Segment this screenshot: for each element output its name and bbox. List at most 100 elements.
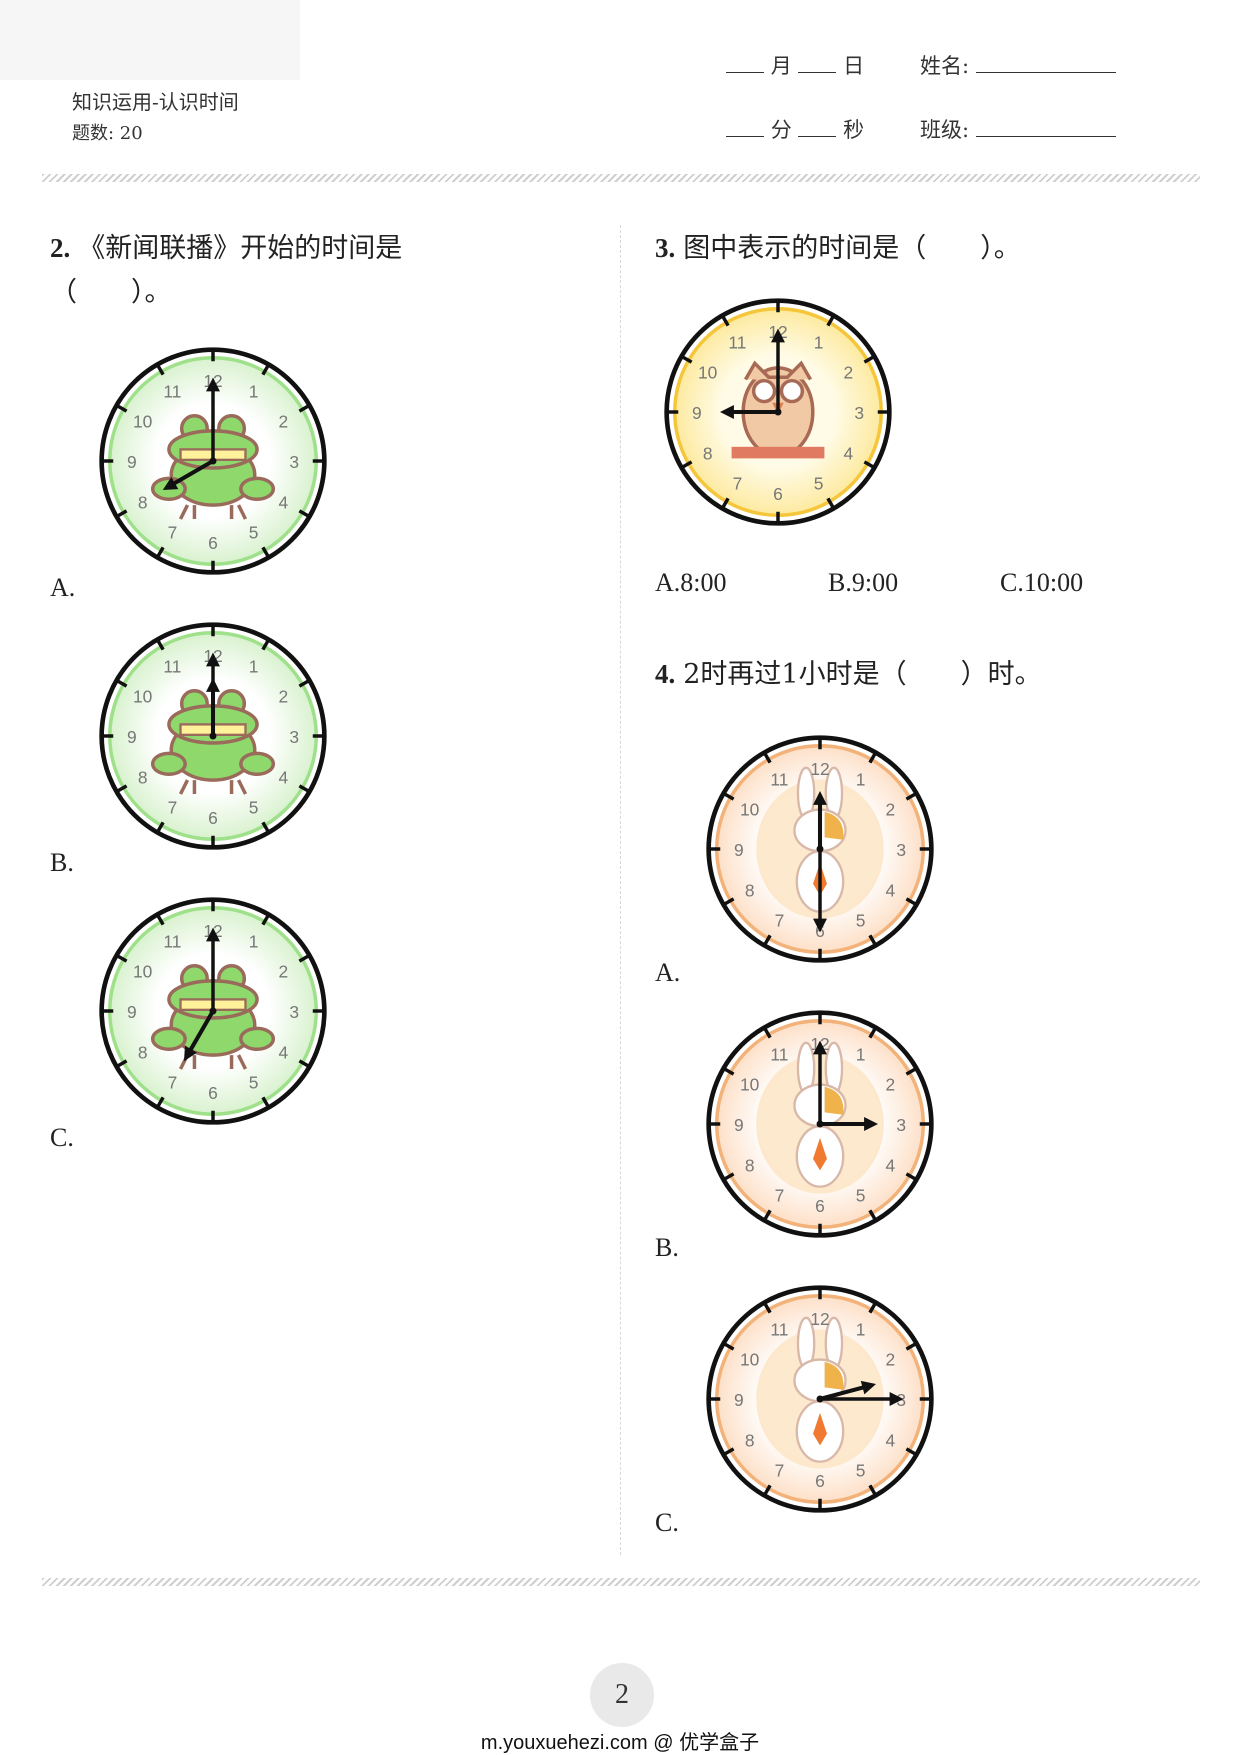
option-label[interactable]: B.	[655, 1233, 679, 1262]
clock-face-svg: 121234567891011	[706, 1010, 934, 1238]
clock-option[interactable]: 121234567891011	[704, 733, 936, 965]
hour-tick	[868, 1484, 878, 1497]
top-divider	[42, 174, 1200, 182]
hour-tick	[115, 403, 128, 413]
clock-number: 11	[770, 1320, 788, 1340]
hour-tick	[868, 1301, 878, 1314]
hour-tick	[722, 897, 735, 907]
hour-tick	[680, 354, 693, 364]
clock-option[interactable]: 121234567891011	[97, 895, 329, 1127]
hour-tick	[261, 1096, 271, 1109]
clock-number: 7	[775, 1460, 785, 1480]
option-label[interactable]: C.	[655, 1508, 679, 1537]
clock-center	[816, 845, 824, 853]
hour-tick	[155, 638, 165, 651]
hour-tick	[298, 1059, 311, 1069]
question-count: 题数: 20	[72, 123, 143, 144]
clock-number: 8	[745, 1156, 755, 1176]
second-blank[interactable]	[798, 118, 837, 137]
class-row: 班级:	[920, 114, 1116, 144]
clock-center	[209, 1007, 217, 1015]
clock-option[interactable]: 121234567891011	[704, 1008, 936, 1240]
option-label[interactable]: B.	[50, 848, 74, 877]
clock-center	[209, 457, 217, 465]
rabbit-carrot	[813, 1412, 827, 1446]
clock-face-svg: 121234567891011	[706, 1285, 934, 1513]
question-text: 图中表示的时间是（ ）。	[683, 233, 1021, 264]
hour-tick	[680, 460, 693, 470]
name-blank[interactable]	[975, 54, 1116, 73]
clock-center	[774, 408, 782, 416]
class-label: 班级:	[920, 118, 970, 142]
option-c[interactable]: C.10:00	[1000, 568, 1084, 597]
clock-figure: 121234567891011	[662, 296, 894, 528]
hour-hand-tip	[720, 405, 734, 419]
hour-tick	[905, 791, 918, 801]
clock-number: 3	[289, 452, 299, 472]
clock-option[interactable]: 121234567891011	[97, 620, 329, 852]
clock-number: 1	[856, 770, 866, 790]
clock-number: 6	[815, 1196, 825, 1216]
clock-option[interactable]: 121234567891011	[704, 1283, 936, 1515]
hour-tick	[863, 354, 876, 364]
clock-number: 11	[163, 932, 181, 952]
hour-tick	[155, 913, 165, 926]
rabbit-carrot	[813, 1137, 827, 1171]
hour-hand-tip	[162, 477, 179, 490]
rabbit-patch	[824, 1086, 844, 1115]
month-blank[interactable]	[726, 54, 764, 73]
hour-tick	[155, 821, 165, 834]
clock-number: 9	[734, 840, 744, 860]
hour-hand-tip	[860, 1380, 877, 1395]
clock-number: 5	[856, 1460, 866, 1480]
clock-number: 2	[885, 1074, 895, 1094]
clock-face-svg: 121234567891011	[99, 622, 327, 850]
option-label[interactable]: C.	[50, 1123, 74, 1152]
day-blank[interactable]	[798, 54, 837, 73]
hour-hand-tip	[864, 1117, 878, 1131]
clock-number: 6	[815, 1471, 825, 1491]
clock-number: 4	[885, 1156, 895, 1176]
frog-leg-right	[239, 476, 276, 502]
owl-eye-right	[779, 378, 805, 404]
minute-hand-tip	[813, 918, 827, 933]
clock-number: 4	[885, 881, 895, 901]
clock-number: 5	[249, 1072, 259, 1092]
footer-credit: m.youxuehezi.com @ 优学盒子	[480, 1732, 760, 1754]
page-number: 2	[590, 1663, 654, 1727]
clock-number: 6	[773, 484, 783, 504]
minute-blank[interactable]	[726, 118, 764, 137]
clock-number: 2	[278, 961, 288, 981]
hour-tick	[905, 1066, 918, 1076]
option-label[interactable]: A.	[655, 958, 681, 987]
clock-option[interactable]: 121234567891011	[97, 345, 329, 577]
clock-number: 3	[896, 840, 906, 860]
hour-tick	[722, 1447, 735, 1457]
class-blank[interactable]	[975, 118, 1116, 137]
clock-number: 7	[775, 1185, 785, 1205]
clock-number: 7	[168, 797, 178, 817]
clock-number: 10	[740, 1349, 759, 1369]
clock-number: 1	[249, 657, 259, 677]
option-b[interactable]: B.9:00	[828, 568, 899, 597]
question-2: 2.《新闻联播》开始的时间是 （ ）。	[50, 226, 570, 315]
clock-number: 11	[163, 382, 181, 402]
hour-tick	[720, 497, 730, 510]
clock-number: 2	[885, 1349, 895, 1369]
clock-number: 9	[127, 1002, 137, 1022]
hour-tick	[905, 1172, 918, 1182]
clock-number: 4	[278, 1043, 288, 1063]
option-a[interactable]: A.8:00	[655, 568, 727, 597]
hour-tick	[298, 784, 311, 794]
option-label[interactable]: A.	[50, 573, 76, 602]
minute-hand-tip	[206, 377, 220, 392]
hour-tick	[826, 314, 836, 327]
hour-tick	[115, 678, 128, 688]
hour-tick	[868, 934, 878, 947]
hour-tick	[298, 678, 311, 688]
frog-leg-left	[150, 1026, 187, 1052]
clock-number: 1	[814, 333, 824, 353]
clock-number: 8	[703, 444, 713, 464]
hour-tick	[722, 1172, 735, 1182]
hour-tick	[298, 953, 311, 963]
